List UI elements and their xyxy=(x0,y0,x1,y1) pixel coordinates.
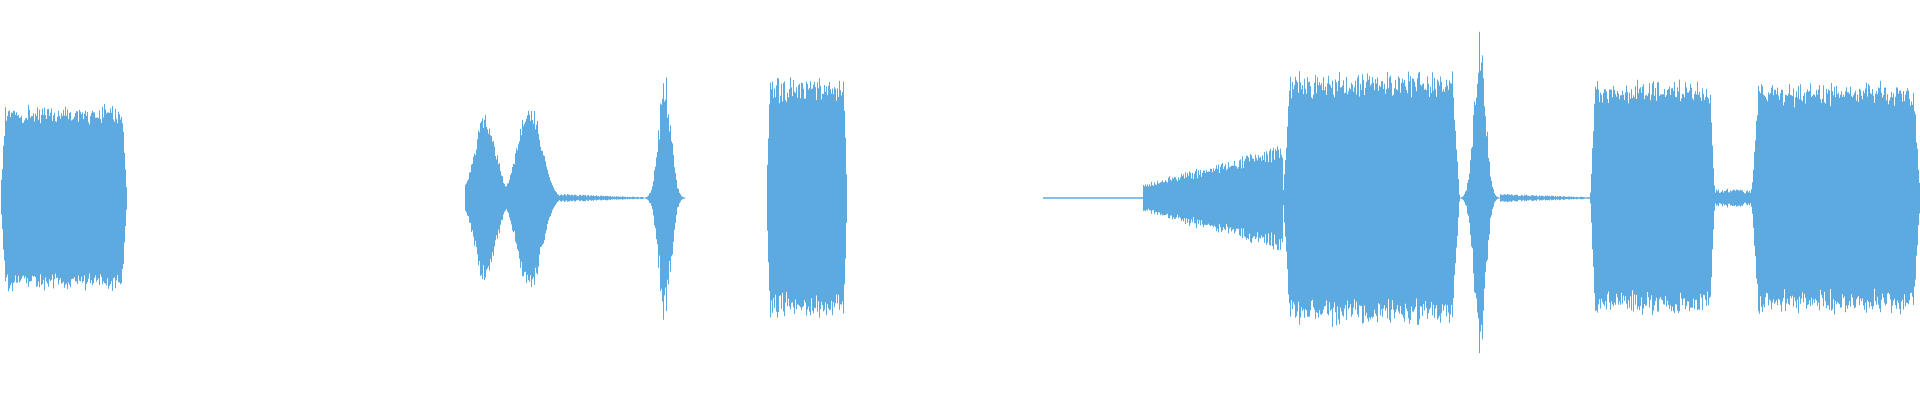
waveform-bars xyxy=(1,31,1920,354)
waveform-path xyxy=(1,31,1920,354)
